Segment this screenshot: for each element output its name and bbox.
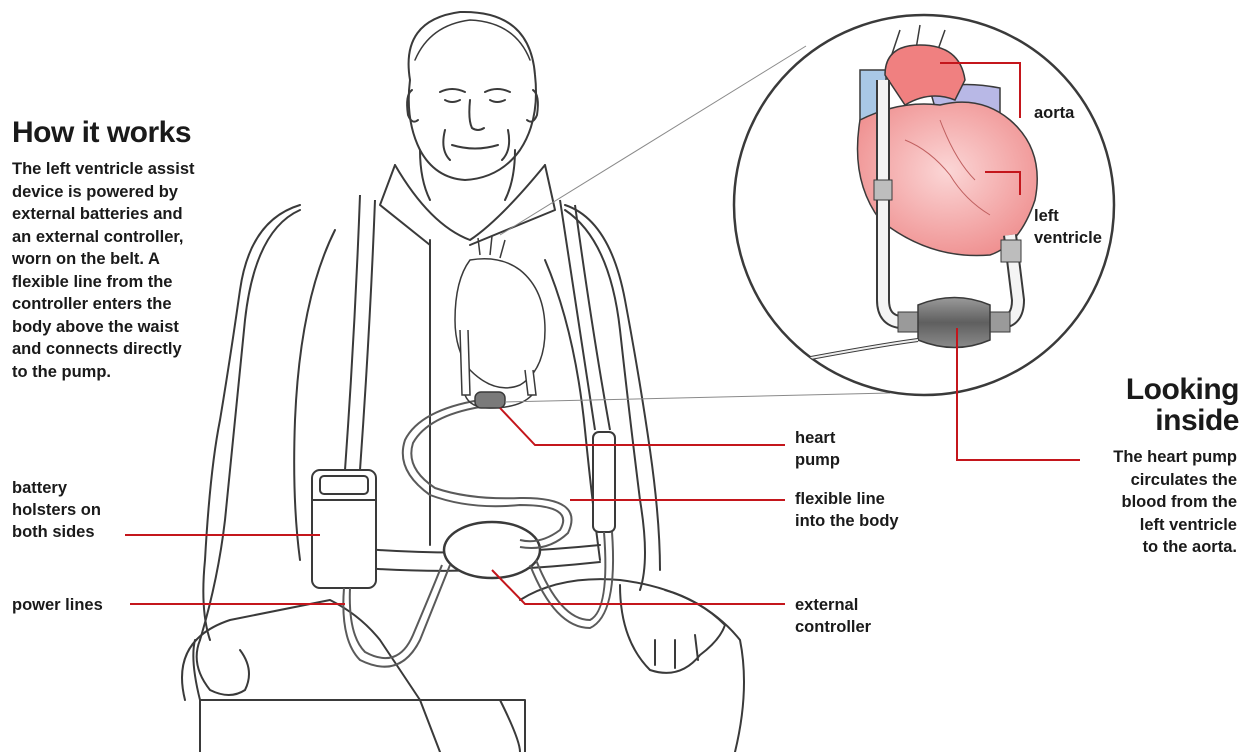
looking-inside-title: Looking inside [1039,374,1239,436]
label-battery-holsters: battery holsters on both sides [12,477,101,543]
chest-heart [455,236,545,408]
leader-external-controller [492,570,785,604]
label-external-controller: external controller [795,594,871,638]
how-it-works-title: How it works [12,116,191,150]
leader-heart-pump [500,408,785,445]
label-flexible-line: flexible line into the body [795,488,899,532]
how-it-works-body: The left ventricle assist device is powe… [12,158,262,383]
head [409,12,536,180]
label-aorta: aorta [1034,102,1074,124]
label-left-ventricle: left ventricle [1034,205,1102,249]
heart-pump-shape [918,298,990,348]
stool [193,640,525,752]
chest-pump [475,392,505,408]
label-power-lines: power lines [12,594,103,616]
holster-straps [345,195,610,470]
external-controller-shape [444,522,540,578]
battery-holster-left [312,470,376,588]
label-heart-pump: heart pump [795,427,840,471]
looking-inside-body: The heart pump circulates the blood from… [1037,446,1237,559]
battery-holster-right [593,432,615,532]
